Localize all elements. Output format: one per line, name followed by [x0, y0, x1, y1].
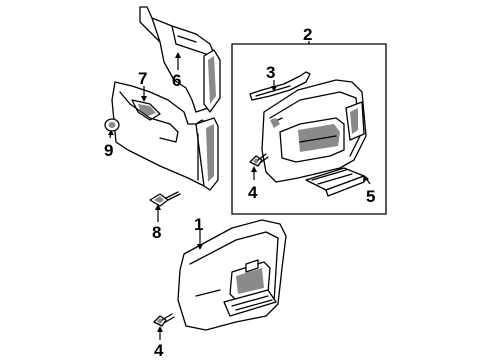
callout-5: 5 — [366, 187, 375, 206]
callout-numbers: 2 3 6 7 9 4 5 8 1 4 — [104, 25, 375, 360]
part-5-sill-plate — [305, 167, 365, 197]
leader-lines — [108, 41, 371, 340]
part-8-screw — [149, 191, 181, 207]
part-1-lower-panel — [177, 219, 287, 331]
part-9-grommet — [104, 118, 120, 132]
callout-9: 9 — [104, 141, 113, 160]
part-4-screw-lower — [153, 313, 175, 327]
part-6-upper-bracket — [139, 6, 221, 113]
callout-6: 6 — [172, 71, 181, 90]
callout-8: 8 — [152, 223, 161, 242]
callout-7: 7 — [138, 69, 147, 88]
callout-4-upper: 4 — [248, 183, 258, 202]
part-7-inner-panel — [111, 81, 219, 191]
callout-2: 2 — [303, 25, 312, 44]
part-2-bezel — [261, 79, 367, 183]
callout-4-lower: 4 — [154, 341, 164, 360]
part-4-screw-upper — [249, 153, 269, 167]
callout-3: 3 — [266, 63, 275, 82]
callout-1: 1 — [194, 215, 203, 234]
